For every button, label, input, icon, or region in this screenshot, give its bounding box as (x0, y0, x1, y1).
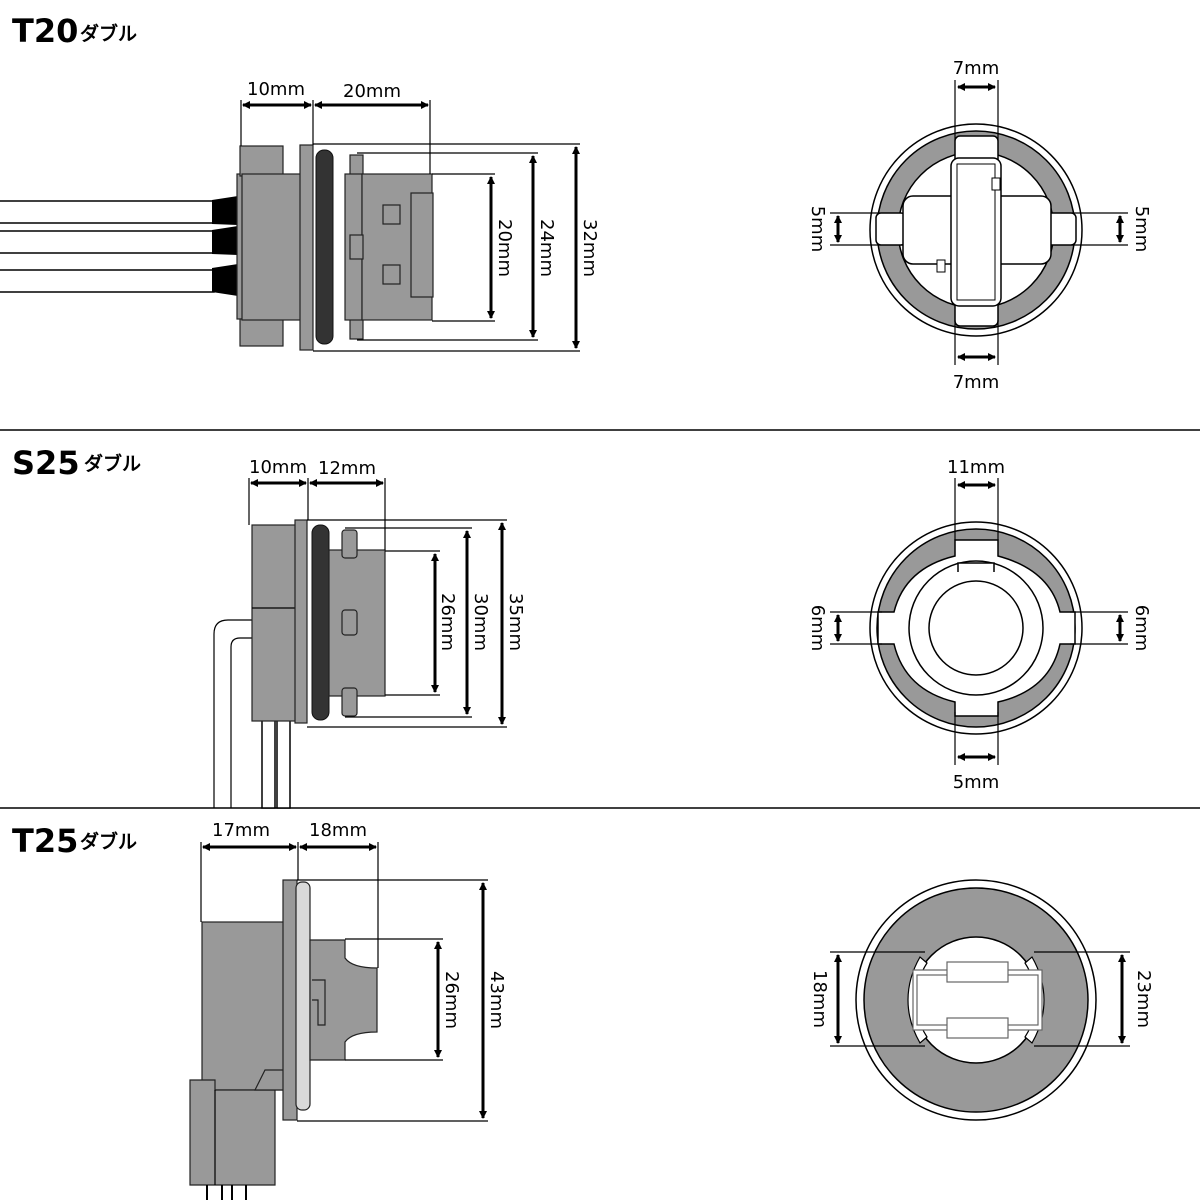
section-subtitle: ダブル (84, 452, 141, 475)
t20-end-dimensions: 7mm 7mm 5mm 5mm (807, 58, 1152, 393)
dim-label: 5mm (1131, 206, 1152, 253)
dim-label: 23mm (1133, 970, 1154, 1028)
t25-end-view (855, 879, 1097, 1121)
dim-label: 20mm (343, 81, 401, 102)
t20-end-view (869, 123, 1083, 337)
dim-label: 12mm (318, 458, 376, 479)
section-title: T20 (12, 12, 78, 50)
dim-label: 17mm (212, 820, 270, 841)
dim-label: 35mm (505, 593, 526, 651)
s25-side-view (213, 519, 386, 809)
section-subtitle: ダブル (80, 830, 137, 853)
dim-label: 24mm (536, 219, 557, 277)
dim-label: 20mm (494, 219, 515, 277)
s25-end-view (869, 521, 1083, 735)
dim-label: 26mm (441, 971, 462, 1029)
t20-side-dimensions: 10mm 20mm 20mm 24mm 32mm (240, 79, 600, 352)
section-subtitle: ダブル (80, 22, 137, 45)
dim-label: 10mm (247, 79, 305, 100)
s25-end-dimensions: 11mm 5mm 6mm 6mm (807, 457, 1152, 793)
section-t20: T20 ダブル 10mm (0, 12, 1152, 393)
dim-label: 18mm (309, 820, 367, 841)
dim-label: 43mm (486, 971, 507, 1029)
dim-label: 6mm (1131, 605, 1152, 652)
dim-label: 7mm (953, 372, 1000, 393)
dim-label: 7mm (953, 58, 1000, 79)
t25-side-dimensions: 17mm 18mm 26mm 43mm (200, 820, 507, 1122)
dim-label: 11mm (947, 457, 1005, 478)
dim-label: 5mm (953, 772, 1000, 793)
section-t25: T25 ダブル 17mm 18mm (12, 820, 1154, 1200)
dim-label: 10mm (249, 457, 307, 478)
t25-side-view (189, 879, 378, 1200)
dim-label: 30mm (470, 593, 491, 651)
t20-side-view (0, 144, 434, 351)
dim-label: 18mm (809, 970, 830, 1028)
section-title: S25 (12, 444, 80, 482)
dim-label: 5mm (807, 206, 828, 253)
dim-label: 6mm (807, 605, 828, 652)
s25-side-dimensions: 10mm 12mm 26mm 30mm 35mm (248, 457, 526, 728)
section-title: T25 (12, 822, 78, 860)
dim-label: 26mm (437, 593, 458, 651)
dim-label: 32mm (579, 219, 600, 277)
t25-end-dimensions: 18mm 23mm (809, 951, 1154, 1047)
section-s25: S25 ダブル 10mm 12mm (12, 444, 1152, 809)
